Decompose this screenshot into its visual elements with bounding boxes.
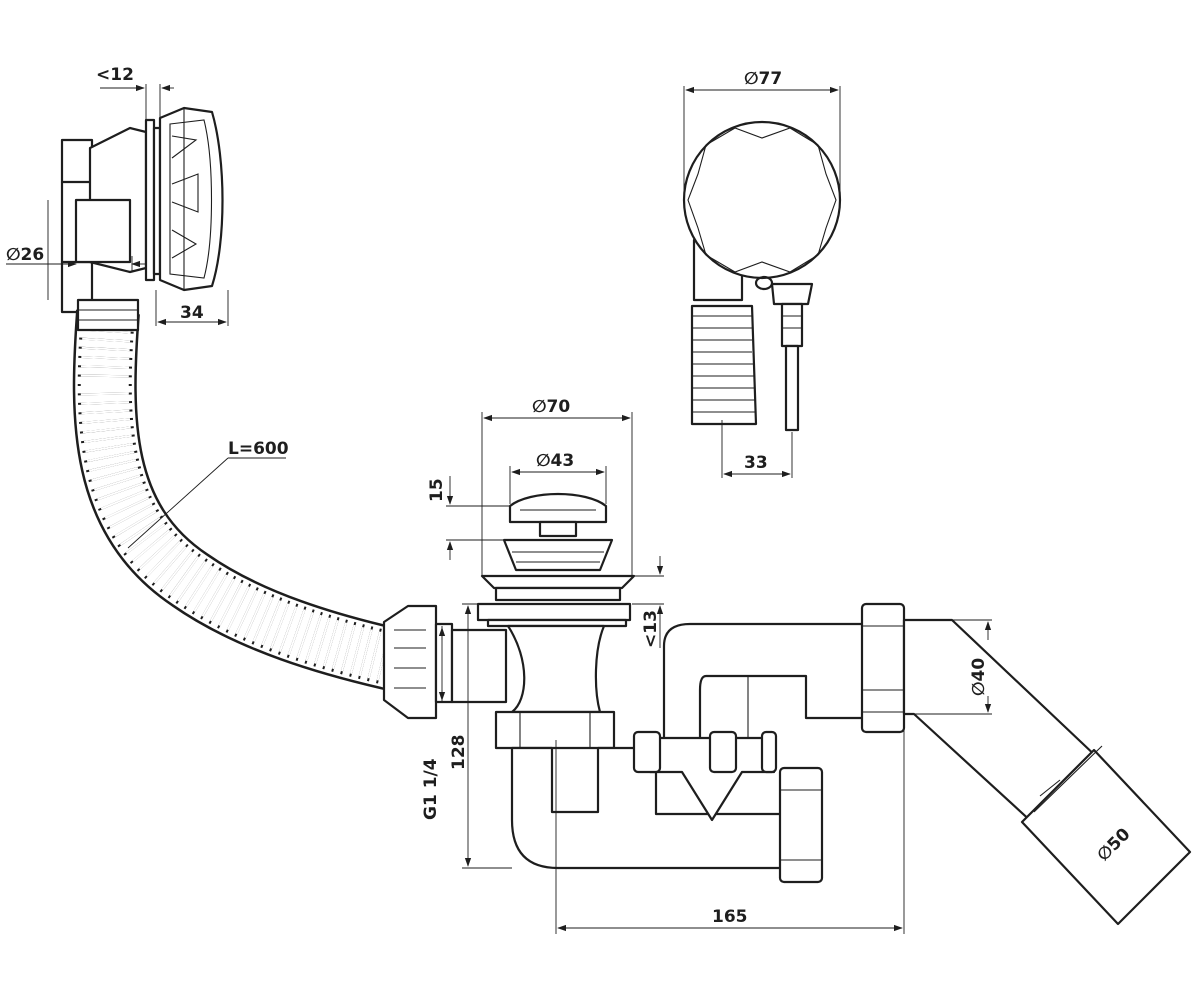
outlet-elbow (860, 602, 1192, 926)
label-outlet-diameter-40: ∅40 (969, 658, 989, 696)
flexible-hose (72, 298, 404, 692)
label-thread-size: G1 1/4 (421, 758, 441, 820)
label-siphon-length: 165 (712, 907, 748, 927)
siphon-body (494, 622, 874, 884)
label-siphon-height: 128 (449, 735, 469, 771)
label-hose-length: L=600 (228, 439, 289, 459)
label-plug-height: 15 (427, 478, 447, 502)
label-plug-outer-diameter: ∅70 (532, 397, 570, 417)
overflow-assembly (60, 106, 224, 314)
label-overflow-depth: <12 (96, 65, 134, 85)
label-overflow-pipe-diameter: ∅26 (6, 245, 44, 265)
label-overflow-cap-diameter: ∅77 (744, 69, 782, 89)
drain-plug (450, 492, 636, 714)
dimension-lines (6, 84, 992, 934)
overflow-cap-front-view (682, 120, 842, 432)
label-cable-offset: 33 (744, 453, 768, 473)
label-plug-inner-diameter: ∅43 (536, 451, 574, 471)
label-overflow-width: 34 (180, 303, 204, 323)
label-flange-thickness: <13 (641, 610, 661, 648)
hose-connector-nut (382, 604, 454, 720)
